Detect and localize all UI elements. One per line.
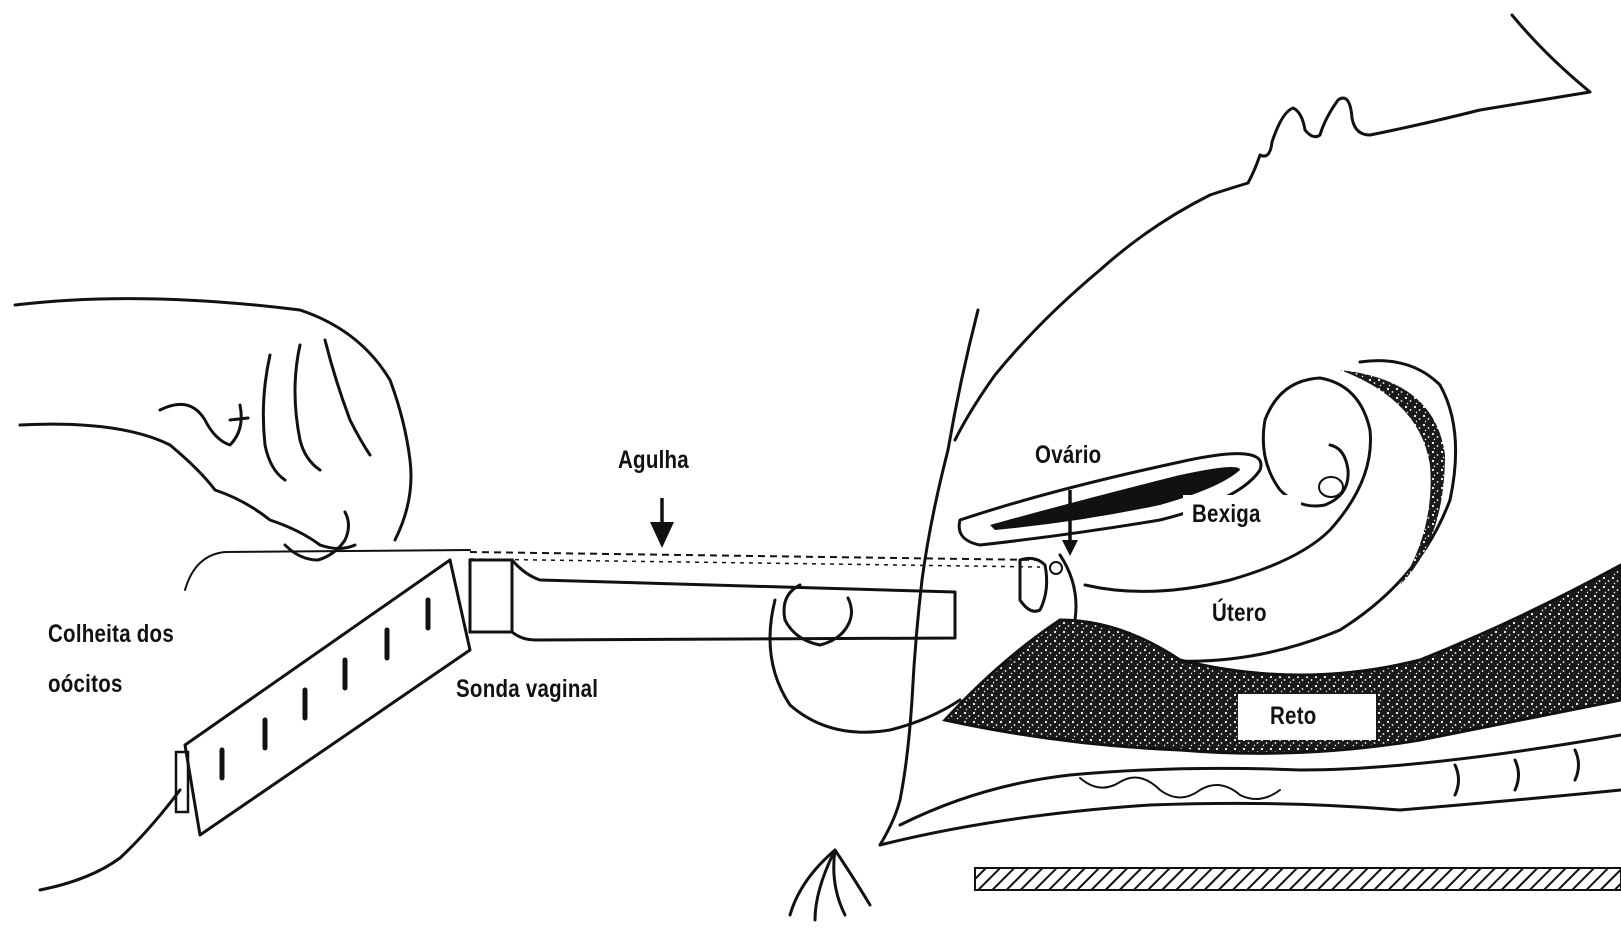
ultrasound-probe-icon	[40, 560, 955, 890]
needle-line	[185, 550, 1040, 590]
hand-icon	[20, 340, 1076, 732]
table-hatch-icon	[975, 868, 1621, 890]
rectum-label: Reto	[1270, 702, 1317, 731]
oocyte-collection-label-line2: oócitos	[48, 670, 123, 699]
spine-icon	[790, 735, 1621, 920]
ovary-label: Ovário	[1035, 441, 1101, 470]
uterus-label: Útero	[1212, 599, 1267, 628]
bladder-label: Bexiga	[1192, 500, 1261, 529]
oocyte-collection-label-line1: Colheita dos	[48, 620, 174, 649]
needle-arrow-icon	[650, 498, 674, 548]
vaginal-probe-label: Sonda vaginal	[456, 675, 598, 704]
needle-label: Agulha	[618, 446, 689, 475]
